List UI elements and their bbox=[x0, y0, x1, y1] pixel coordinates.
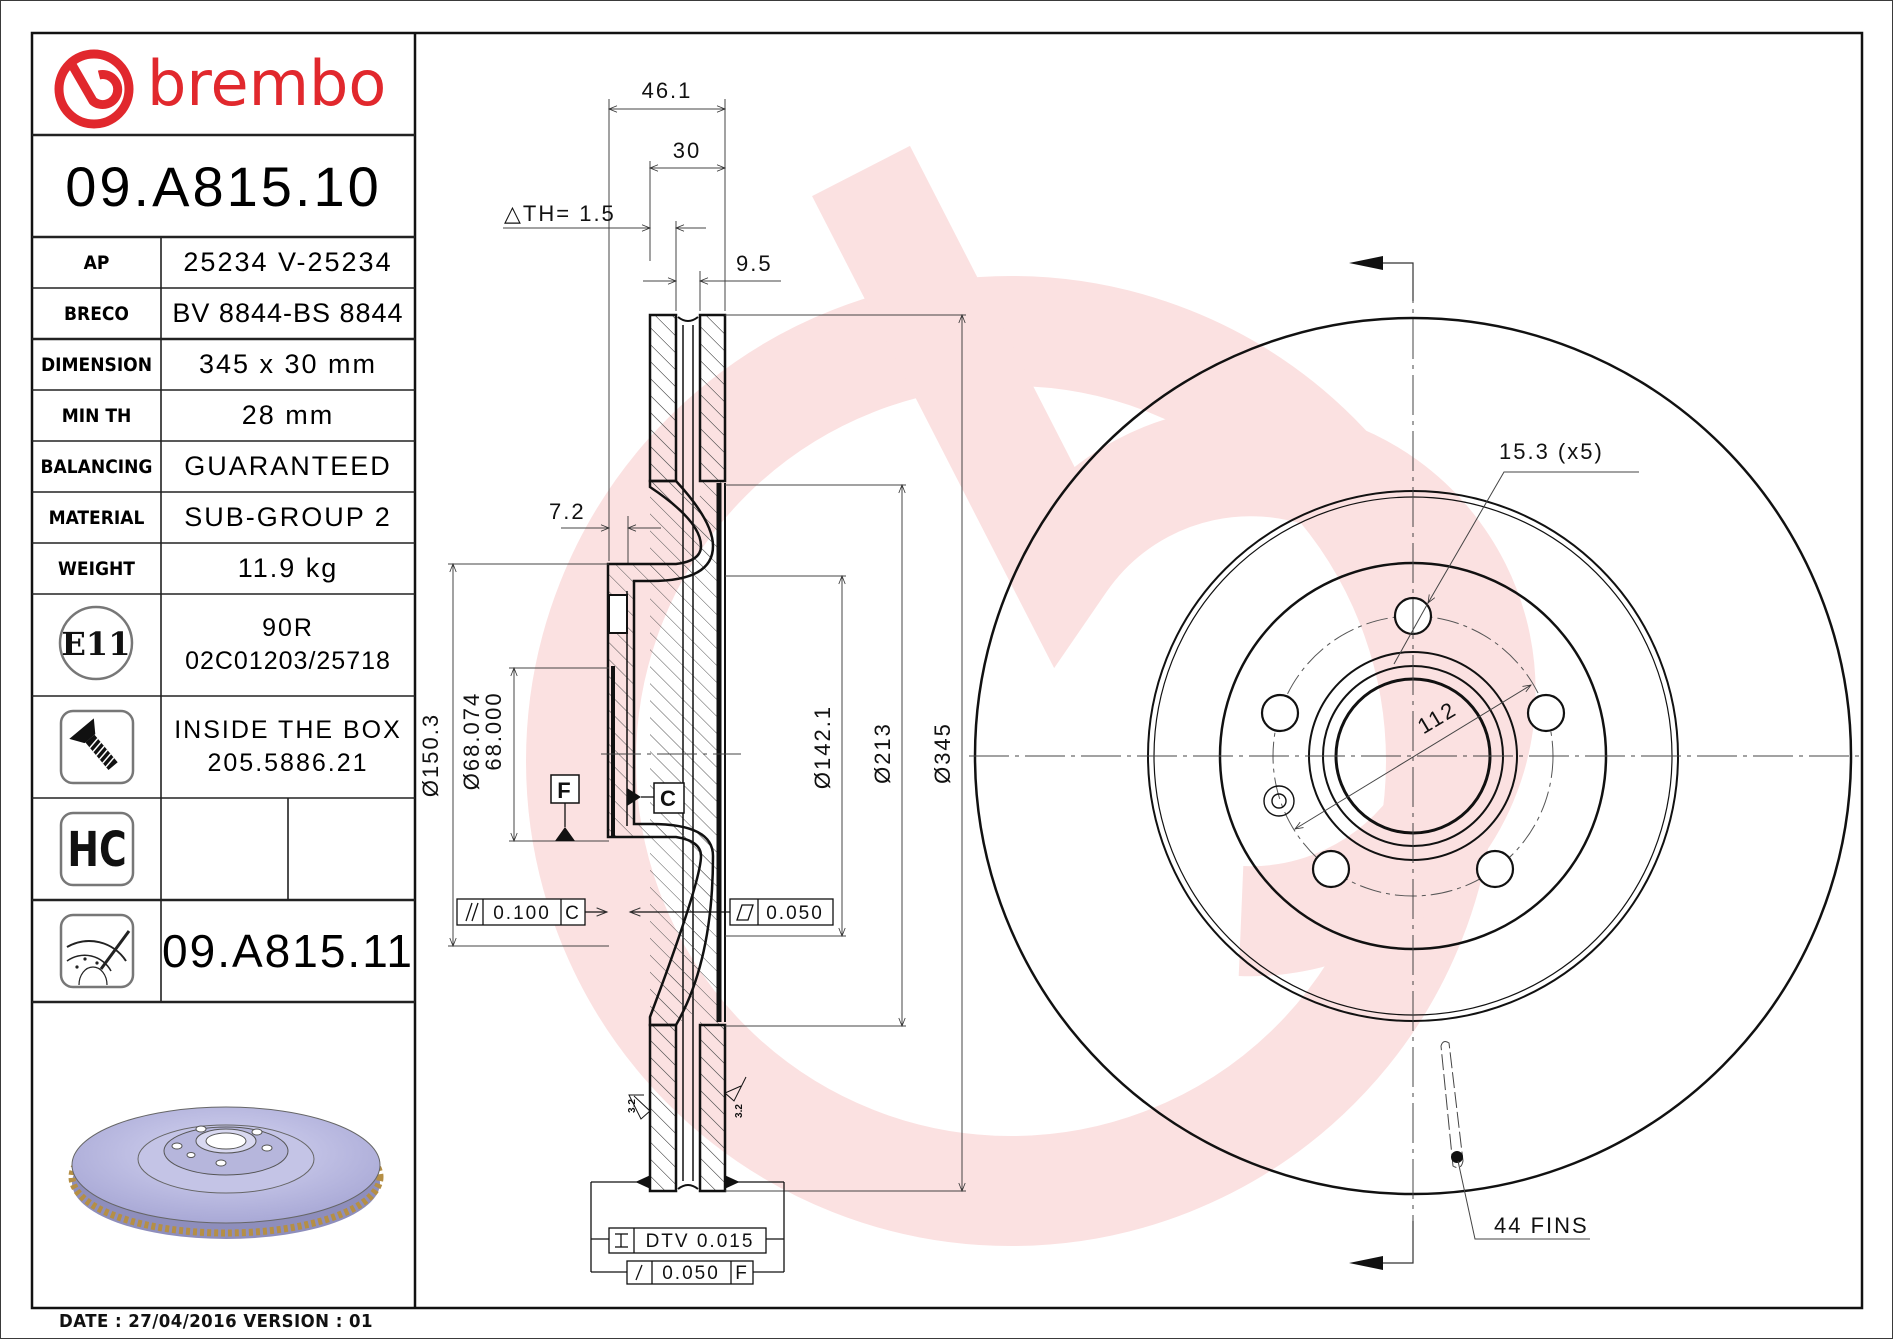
dim-d142: Ø142.1 bbox=[810, 705, 835, 789]
screw-info: INSIDE THE BOX 205.5886.21 bbox=[161, 696, 415, 798]
spec-value-ap: 25234 V-25234 bbox=[183, 247, 393, 277]
tol-runout-value: 0.050 bbox=[662, 1263, 720, 1284]
dim-d345: Ø345 bbox=[930, 722, 955, 784]
dim-bore-min: 68.000 bbox=[481, 691, 506, 770]
spec-label-dimension: DIMENSION bbox=[40, 353, 153, 376]
spec-value-material: SUB-GROUP 2 bbox=[184, 502, 392, 532]
disc-3d-illustration bbox=[68, 1106, 384, 1239]
front-view bbox=[969, 256, 1859, 1270]
screw-line2: 205.5886.21 bbox=[207, 749, 369, 777]
spec-label-min-th: MIN TH bbox=[61, 404, 132, 427]
spec-value-breco: BV 8844-BS 8844 bbox=[172, 298, 404, 328]
svg-text:HC: HC bbox=[67, 821, 126, 878]
spec-label-weight: WEIGHT bbox=[58, 557, 135, 580]
screw-line1: INSIDE THE BOX bbox=[174, 716, 402, 744]
tol-flatness-value: 0.050 bbox=[766, 903, 824, 924]
datum-c: C bbox=[660, 786, 678, 811]
dim-vent-gap: 9.5 bbox=[736, 251, 773, 276]
dim-d150: Ø150.3 bbox=[418, 713, 443, 797]
alternate-disc-icon bbox=[59, 913, 135, 989]
spec-label-breco: BRECO bbox=[64, 302, 129, 325]
section-view bbox=[448, 99, 966, 1285]
outer-frame bbox=[30, 31, 1864, 1310]
dim-thickness: 30 bbox=[673, 138, 701, 163]
bolt-hole-label: 15.3 (x5) bbox=[1499, 439, 1604, 464]
certification-info: 90R 02C01203/25718 bbox=[161, 594, 415, 696]
fins-label: 44 FINS bbox=[1494, 1213, 1589, 1238]
dim-d213: Ø213 bbox=[870, 722, 895, 784]
brembo-logo-icon bbox=[54, 49, 134, 129]
svg-text:E11: E11 bbox=[62, 625, 131, 663]
tol-parallelism-datum: C bbox=[565, 903, 581, 924]
spec-label-material: MATERIAL bbox=[48, 506, 145, 529]
spec-label-balancing: BALANCING bbox=[40, 455, 153, 478]
certification-line1: 90R bbox=[262, 614, 314, 642]
alternate-part-number: 09.A815.11 bbox=[162, 925, 414, 977]
spec-label-ap: AP bbox=[83, 251, 110, 274]
brembo-wordmark: brembo bbox=[147, 47, 387, 120]
screw-icon bbox=[59, 709, 135, 785]
tol-parallelism-value: 0.100 bbox=[493, 903, 551, 924]
certification-line2: 02C01203/25718 bbox=[185, 647, 391, 675]
roughness-left: 3.2 bbox=[627, 1099, 638, 1113]
spec-table-grid bbox=[32, 133, 415, 1004]
date-version-footer: DATE : 27/04/2016 VERSION : 01 bbox=[59, 1311, 373, 1332]
roughness-right: 3.2 bbox=[734, 1104, 745, 1118]
spec-value-min-th: 28 mm bbox=[241, 400, 335, 430]
hc-coating-icon: HC bbox=[59, 811, 135, 887]
dim-hat-offset: 7.2 bbox=[549, 499, 586, 524]
tol-dtv-value: DTV 0.015 bbox=[646, 1231, 755, 1252]
datum-f: F bbox=[557, 778, 572, 803]
spec-value-balancing: GUARANTEED bbox=[184, 451, 392, 481]
e11-certification-icon: E11 bbox=[58, 605, 134, 681]
dim-bore-max: Ø68.074 bbox=[459, 692, 484, 790]
part-number: 09.A815.10 bbox=[65, 154, 382, 218]
spec-value-weight: 11.9 kg bbox=[237, 553, 339, 583]
tol-runout-datum: F bbox=[735, 1263, 749, 1284]
dim-delta-th: △TH= 1.5 bbox=[504, 201, 616, 226]
dim-overall-width: 46.1 bbox=[642, 78, 693, 103]
spec-value-dimension: 345 x 30 mm bbox=[198, 349, 378, 379]
